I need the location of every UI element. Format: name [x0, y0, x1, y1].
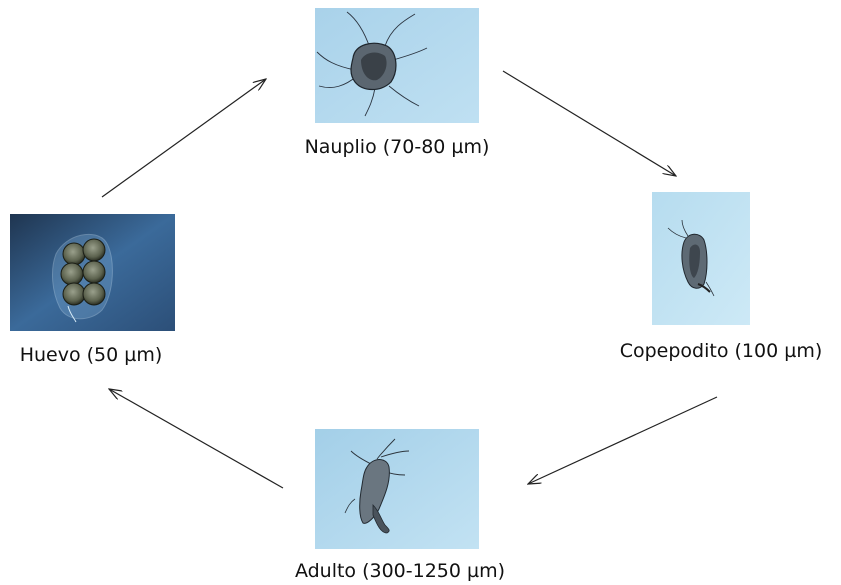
arrow-nauplio-to-copepodito	[503, 71, 676, 176]
adulto-label: Adulto (300-1250 µm)	[280, 560, 520, 582]
adulto-photo	[315, 429, 479, 549]
arrow-adulto-to-huevo	[109, 389, 283, 488]
huevo-label: Huevo (50 µm)	[6, 344, 176, 366]
nauplio-label: Nauplio (70-80 µm)	[291, 136, 503, 158]
arrow-huevo-to-nauplio	[102, 79, 266, 197]
huevo-photo	[10, 214, 175, 331]
copepodito-label: Copepodito (100 µm)	[606, 340, 836, 362]
nauplio-photo	[315, 8, 479, 123]
arrow-copepodito-to-adulto	[528, 397, 717, 484]
copepodito-photo	[652, 192, 750, 325]
